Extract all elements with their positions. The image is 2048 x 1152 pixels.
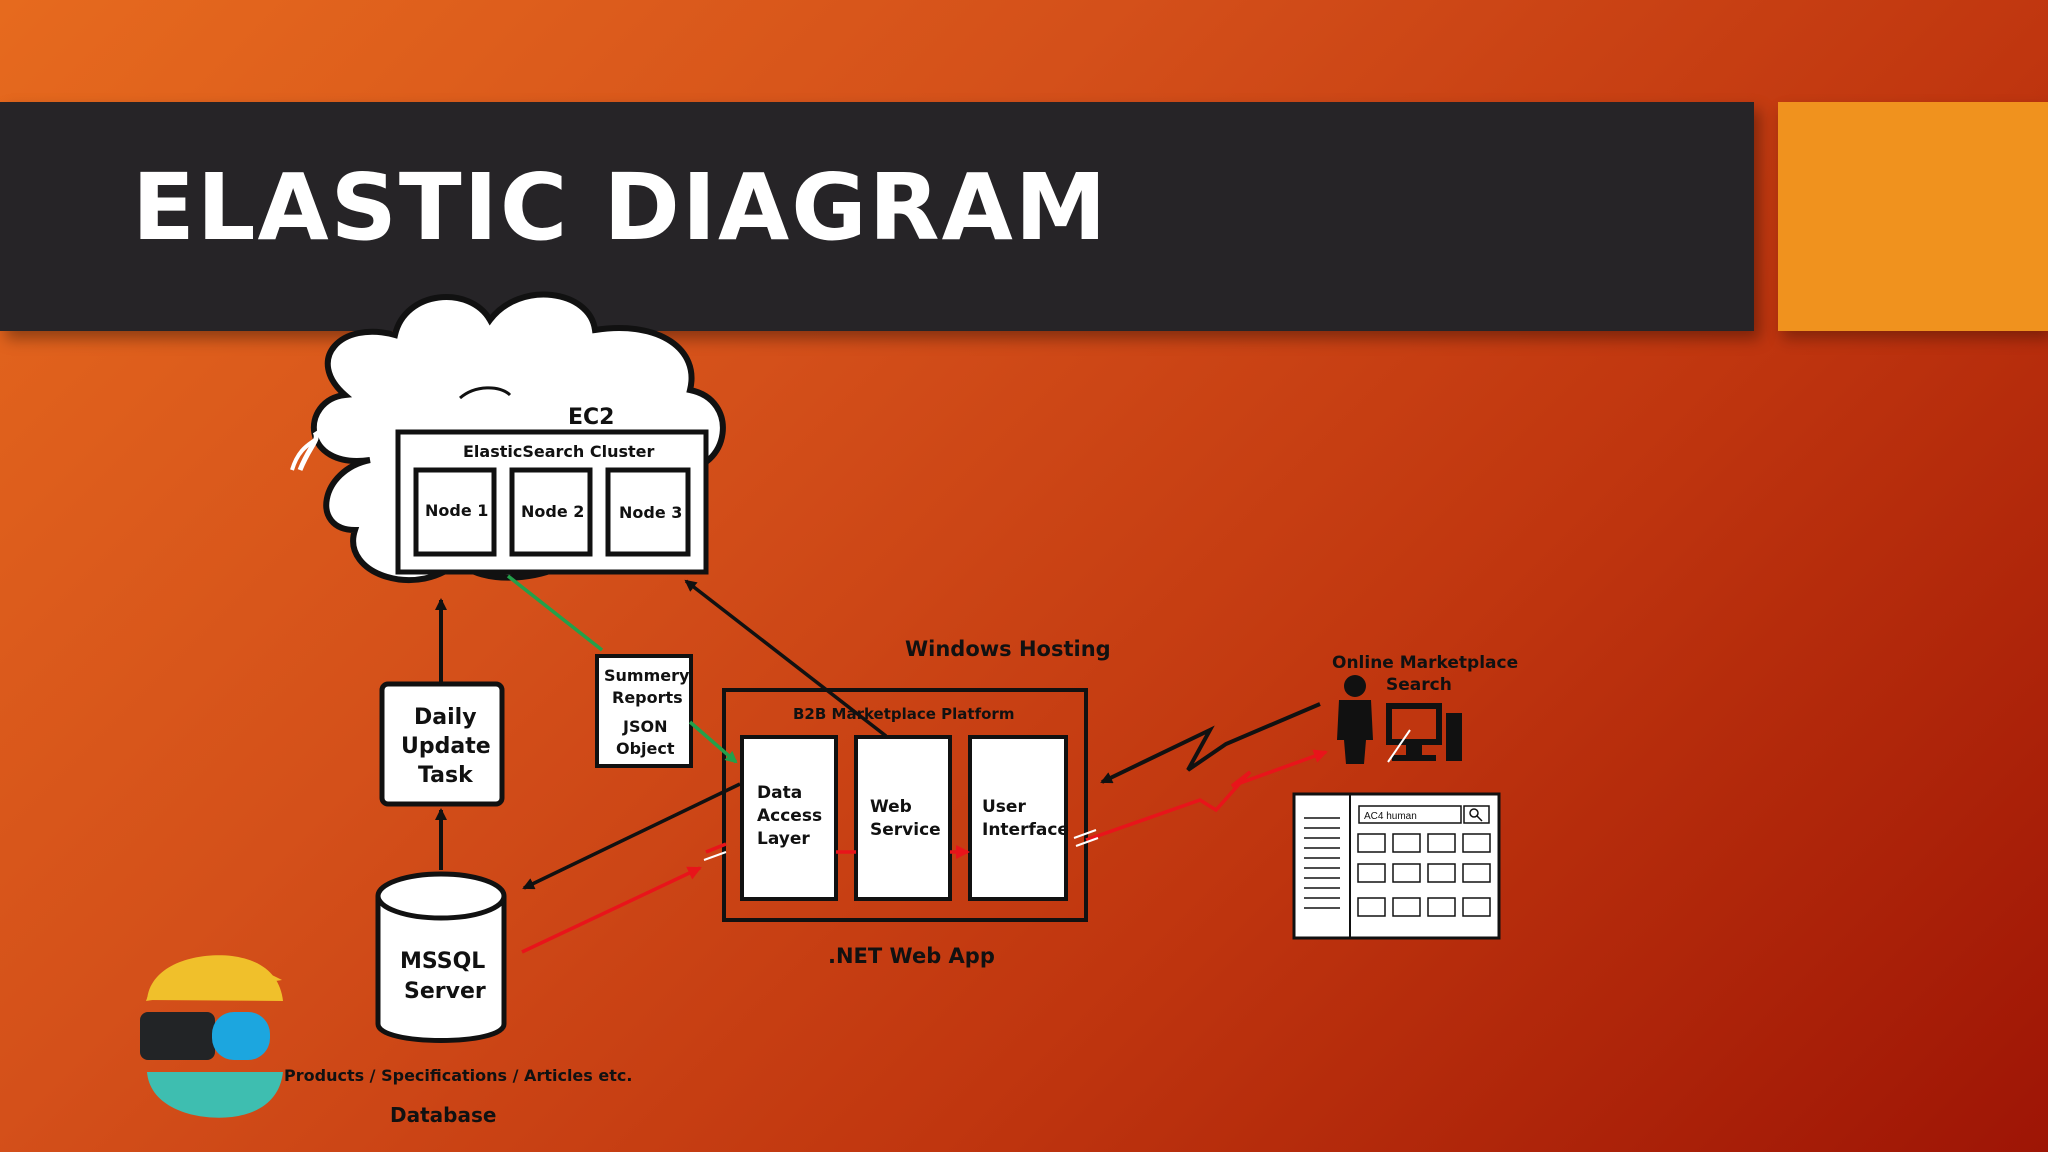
daily-update-line-1: Daily — [414, 705, 477, 730]
node-3 — [605, 467, 691, 557]
windows-hosting-label: Windows Hosting — [905, 637, 1111, 661]
summary-box — [595, 654, 693, 768]
arrow-user-to-ui — [1100, 702, 1321, 784]
summary-line-4: Object — [616, 739, 675, 758]
search-icon — [1469, 808, 1483, 822]
marketplace-page-mock — [1292, 792, 1501, 940]
daily-update-line-3: Task — [418, 763, 474, 788]
arrow-webservice-to-cluster — [684, 579, 888, 738]
user-icon — [1337, 675, 1373, 764]
online-label-line-1: Online Marketplace — [1332, 653, 1518, 673]
title-bar: ELASTIC DIAGRAM — [0, 102, 1754, 331]
net-app-label: .NET Web App — [828, 944, 995, 968]
summary-line-1: Summery — [604, 666, 690, 685]
daily-update-line-2: Update — [401, 734, 491, 759]
arrow-cluster-to-data-access — [506, 574, 604, 652]
elastic-logo-icon — [140, 955, 283, 1118]
connectors — [435, 574, 1328, 954]
arrow-data-access-to-db — [522, 782, 741, 890]
node-1 — [413, 467, 497, 557]
summary-line-2: Reports — [612, 688, 683, 707]
database-cylinder — [375, 871, 507, 1043]
arrow-ui-to-user — [1085, 749, 1328, 842]
web-service-box — [854, 735, 952, 901]
search-box-text: AC4 human — [1364, 811, 1417, 822]
computer-icon — [1386, 703, 1462, 761]
user-interface-box — [968, 735, 1068, 901]
user-interface-line-1: User — [982, 797, 1026, 817]
arrow-summary-to-data-access — [688, 720, 738, 764]
accent-block — [1778, 102, 2048, 331]
online-label-line-2: Search — [1386, 675, 1452, 695]
web-service-line-2: Service — [870, 820, 941, 840]
db-contents: Products / Specifications / Articles etc… — [284, 1066, 632, 1085]
db-name-line-2: Server — [404, 979, 486, 1004]
data-access-line-3: Layer — [757, 829, 810, 849]
user-interface-line-2: Interface — [982, 820, 1069, 840]
data-access-line-1: Data — [757, 783, 802, 803]
node-1-label: Node 1 — [425, 501, 488, 520]
cluster-label: ElasticSearch Cluster — [463, 442, 655, 461]
web-service-line-1: Web — [870, 797, 912, 817]
arrow-db-to-data-access — [521, 866, 702, 954]
data-access-box — [740, 735, 838, 901]
slide-title: ELASTIC DIAGRAM — [132, 154, 1109, 261]
daily-update-box — [379, 681, 505, 807]
platform-label: B2B Marketplace Platform — [793, 705, 1014, 723]
node-2 — [509, 467, 593, 557]
data-access-line-2: Access — [757, 806, 822, 826]
db-name-line-1: MSSQL — [400, 949, 485, 974]
platform-box — [722, 688, 1088, 922]
db-label: Database — [390, 1103, 496, 1127]
node-3-label: Node 3 — [619, 503, 682, 522]
ec2-label: EC2 — [568, 405, 614, 430]
node-2-label: Node 2 — [521, 502, 584, 521]
summary-line-3: JSON — [622, 717, 667, 736]
